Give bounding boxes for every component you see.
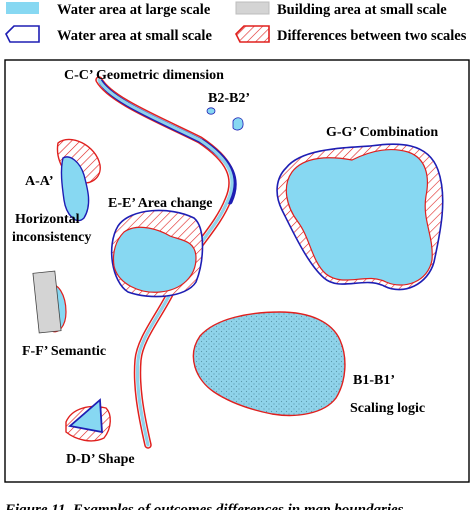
lake-dd-water (68, 398, 103, 434)
label-scaling: Scaling logic (350, 401, 425, 416)
label-horizontal: Horizontal (15, 212, 80, 227)
river-cc (95, 76, 237, 449)
legend-swatch-water-large (6, 2, 39, 14)
map-area: C-C’ Geometric dimension B2-B2’ A-A’ Hor… (12, 68, 444, 467)
label-dd: D-D’ Shape (66, 452, 135, 467)
legend-label-water-large: Water area at large scale (57, 2, 211, 18)
lake-dd: D-D’ Shape (65, 398, 135, 467)
lake-aa-water (60, 156, 90, 222)
label-ee: E-E’ Area change (108, 196, 212, 211)
label-b2: B2-B2’ (208, 91, 250, 106)
pond-b2-large (232, 117, 244, 131)
legend-label-water-small: Water area at small scale (57, 28, 212, 44)
label-cc: C-C’ Geometric dimension (64, 68, 224, 83)
legend-swatch-building-small (235, 1, 270, 15)
label-ff: F-F’ Semantic (22, 344, 106, 359)
pond-b2-small (206, 107, 216, 115)
legend: Water area at large scale Building area … (5, 1, 467, 44)
lake-ff: F-F’ Semantic (22, 270, 106, 359)
legend-swatch-water-small (5, 25, 40, 43)
legend-swatch-differences (235, 25, 270, 43)
building-ff (32, 270, 62, 334)
legend-label-differences: Differences between two scales (277, 28, 467, 44)
map-frame (4, 59, 470, 483)
river-cc-large-water (97, 78, 234, 447)
lake-b1-water (192, 311, 346, 417)
ponds-b2: B2-B2’ (206, 91, 250, 131)
label-aa: A-A’ (25, 174, 54, 189)
lake-gg-water (285, 148, 433, 286)
lake-aa: A-A’ (25, 138, 101, 222)
label-inconsistency: inconsistency (12, 230, 91, 245)
label-gg: G-G’ Combination (326, 125, 438, 140)
lake-ee-water (112, 226, 197, 293)
lake-gg: G-G’ Combination (276, 125, 444, 291)
legend-label-building-small: Building area at small scale (277, 2, 447, 18)
figure-caption: Figure 11. Examples of outcomes differen… (4, 502, 404, 510)
label-b1: B1-B1’ (353, 373, 395, 388)
lake-b1: B1-B1’ Scaling logic (192, 311, 425, 417)
lake-ee: E-E’ Area change (108, 196, 212, 298)
